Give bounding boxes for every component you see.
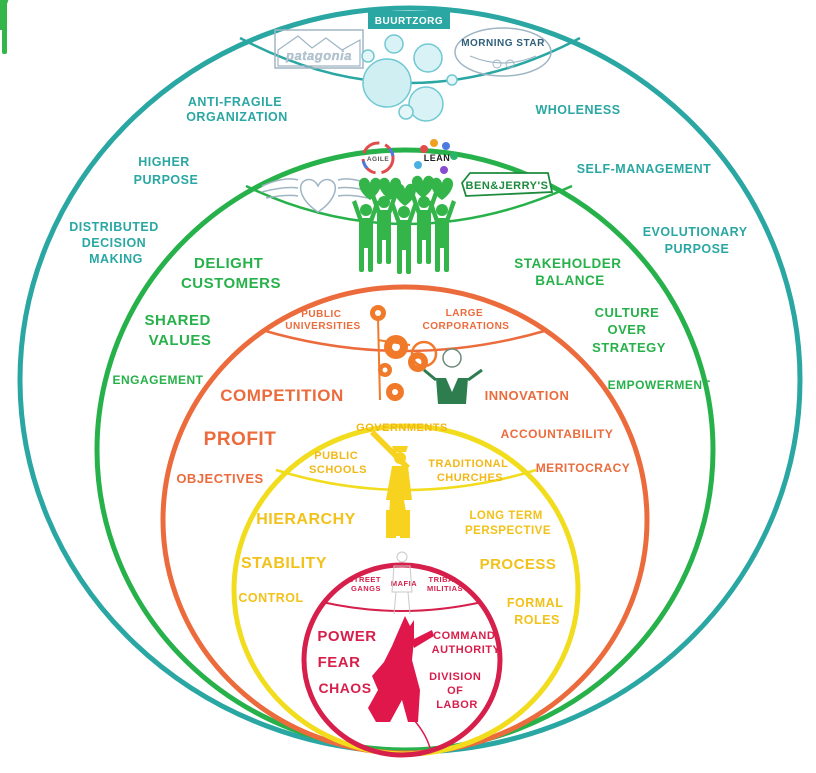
stakeholder-balance-label: STAKEHOLDER BALANCE xyxy=(514,256,626,288)
patagonia-text: patagonia xyxy=(285,48,352,63)
traditional-churches-label: TRADITIONAL CHURCHES xyxy=(428,458,511,484)
empowerment-label: EMPOWERMENT xyxy=(608,378,711,392)
ben-jerrys-text: BEN&JERRY'S xyxy=(466,180,549,192)
wholeness-label: WHOLENESS xyxy=(535,103,620,117)
red-ring xyxy=(301,562,503,758)
fear-label: FEAR xyxy=(318,654,361,671)
governments-label: GOVERNMENTS xyxy=(356,422,448,434)
long-term-perspective-label: LONG TERM PERSPECTIVE xyxy=(465,510,551,537)
competition-label: COMPETITION xyxy=(220,386,344,405)
amber-cap: GOVERNMENTS PUBLIC SCHOOLS TRADITIONAL C… xyxy=(238,422,567,627)
buurtzorg-text: BUURTZORG xyxy=(375,16,443,27)
green-ring xyxy=(94,147,716,753)
higher-purpose-label: HIGHER PURPOSE xyxy=(134,155,199,187)
culture-over-strategy-label: CULTURE OVER STRATEGY xyxy=(592,305,666,355)
command-authority-label: COMMAND AUTHORITY xyxy=(432,630,501,656)
agile-logo: AGILE xyxy=(361,141,395,175)
layer-rings xyxy=(17,5,803,758)
meritocracy-label: MERITOCRACY xyxy=(536,461,631,475)
businessman-icon xyxy=(423,348,483,404)
stability-label: STABILITY xyxy=(241,555,327,572)
mafia-label: MAFIA xyxy=(391,579,417,588)
morning-star-logo: MORNING STAR xyxy=(454,27,552,77)
teal-cap: patagonia BUURTZORG MORNING STAR xyxy=(69,11,752,266)
tribal-militias-label: TRIBAL MILITIAS xyxy=(427,575,463,593)
accountability-label: ACCOUNTABILITY xyxy=(501,427,614,441)
people-with-hearts-icon xyxy=(0,0,456,274)
chaos-label: CHAOS xyxy=(318,680,371,696)
morning-star-text: MORNING STAR xyxy=(461,38,545,49)
delight-customers-label: DELIGHT CUSTOMERS xyxy=(181,255,281,292)
objectives-label: OBJECTIVES xyxy=(176,471,263,486)
gangster-outline-icon xyxy=(391,551,413,615)
shared-values-label: SHARED VALUES xyxy=(144,312,215,349)
hierarchy-label: HIERARCHY xyxy=(256,511,356,528)
division-of-labor-label: DIVISION OF LABOR xyxy=(429,671,485,711)
buurtzorg-logo: BUURTZORG xyxy=(368,11,450,29)
patagonia-logo: patagonia xyxy=(274,29,364,69)
anti-fragile-label: ANTI-FRAGILE ORGANIZATION xyxy=(186,95,288,124)
power-label: POWER xyxy=(317,628,376,645)
formal-roles-label: FORMAL ROLES xyxy=(507,596,567,627)
bubbles-icon xyxy=(361,34,458,122)
street-gangs-label: STREET GANGS xyxy=(348,575,383,593)
process-label: PROCESS xyxy=(480,556,557,573)
orange-cap: PUBLIC UNIVERSITIES LARGE CORPORATIONS xyxy=(176,305,630,486)
soldier-icon xyxy=(370,430,412,538)
public-universities-label: PUBLIC UNIVERSITIES xyxy=(285,309,360,332)
gears-icon xyxy=(370,305,438,401)
evolutionary-purpose-label: EVOLUTIONARY PURPOSE xyxy=(643,225,752,256)
large-corporations-label: LARGE CORPORATIONS xyxy=(423,308,510,332)
self-management-label: SELF-MANAGEMENT xyxy=(577,162,712,176)
agile-text: AGILE xyxy=(367,156,390,163)
innovation-label: INNOVATION xyxy=(485,388,570,403)
distributed-decision-label: DISTRIBUTED DECISION MAKING xyxy=(69,220,163,266)
lean-logo: LEAN xyxy=(414,139,458,174)
control-label: CONTROL xyxy=(238,591,303,605)
red-core: STREET GANGS MAFIA TRIBAL MILITIAS POWER… xyxy=(317,551,501,749)
ben-jerrys-logo: BEN&JERRY'S xyxy=(460,172,554,197)
heart-icons xyxy=(358,175,454,206)
lean-text: LEAN xyxy=(424,153,451,163)
engagement-label: ENGAGEMENT xyxy=(112,373,203,387)
red-cap-divider xyxy=(321,601,483,612)
wolf-icon xyxy=(368,616,434,749)
profit-label: PROFIT xyxy=(204,429,277,450)
green-cap: AGILE LEAN BEN&JERRY'S xyxy=(0,0,711,392)
public-schools-label: PUBLIC SCHOOLS xyxy=(309,450,367,476)
